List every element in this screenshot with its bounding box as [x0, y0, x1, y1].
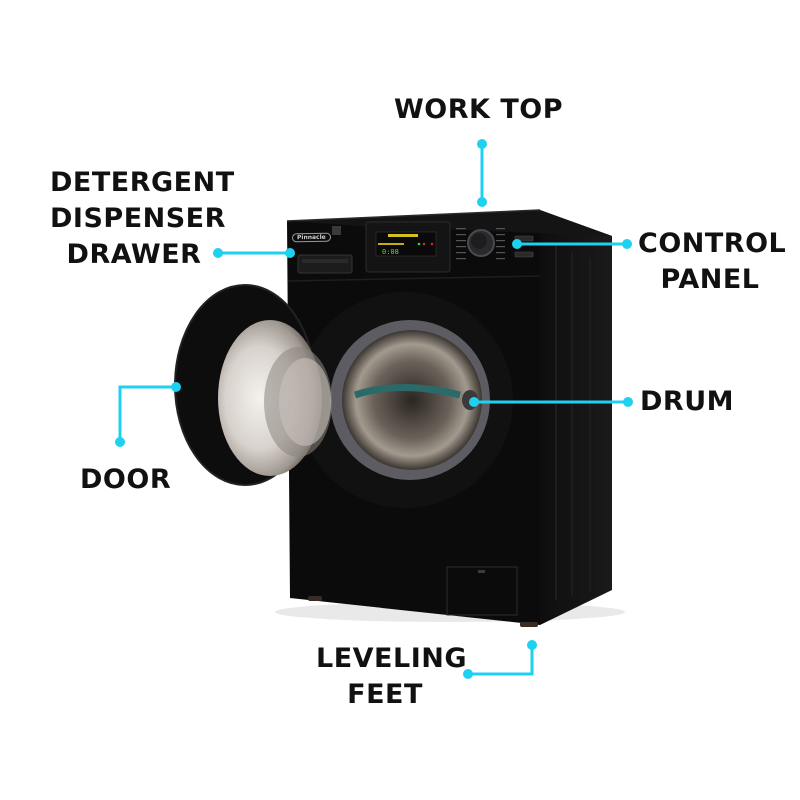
front-left-foot [308, 596, 322, 601]
label-line: WORK TOP [394, 94, 564, 125]
door-graphic [174, 284, 332, 486]
display-time: 0:08 [382, 248, 399, 256]
label-line: DISPENSER [50, 203, 226, 234]
label-line: LEVELING [316, 643, 467, 674]
label-line: DOOR [80, 464, 172, 495]
label-control-panel: CONTROL PANEL [638, 226, 787, 298]
label-line: DRUM [640, 386, 734, 417]
control-panel-graphic: 0:08 [297, 221, 534, 274]
label-leveling-feet: LEVELING FEET [316, 641, 467, 713]
label-detergent-dispenser-drawer: DETERGENT DISPENSER DRAWER [50, 165, 235, 273]
label-line: DRAWER [66, 239, 202, 270]
label-line: DETERGENT [50, 167, 235, 198]
label-line: CONTROL [638, 228, 787, 259]
machine-side-panel [540, 210, 612, 625]
label-line: PANEL [660, 264, 760, 295]
label-door: DOOR [80, 462, 171, 498]
brand-logo: Pinnacle [292, 232, 331, 243]
drum-graphic [297, 292, 513, 508]
callout-lines [118, 144, 628, 676]
label-line: FEET [347, 679, 423, 710]
callout-dots [115, 139, 633, 679]
label-drum: DRUM [640, 384, 734, 420]
front-right-foot [520, 622, 538, 627]
label-work-top: WORK TOP [394, 92, 563, 128]
